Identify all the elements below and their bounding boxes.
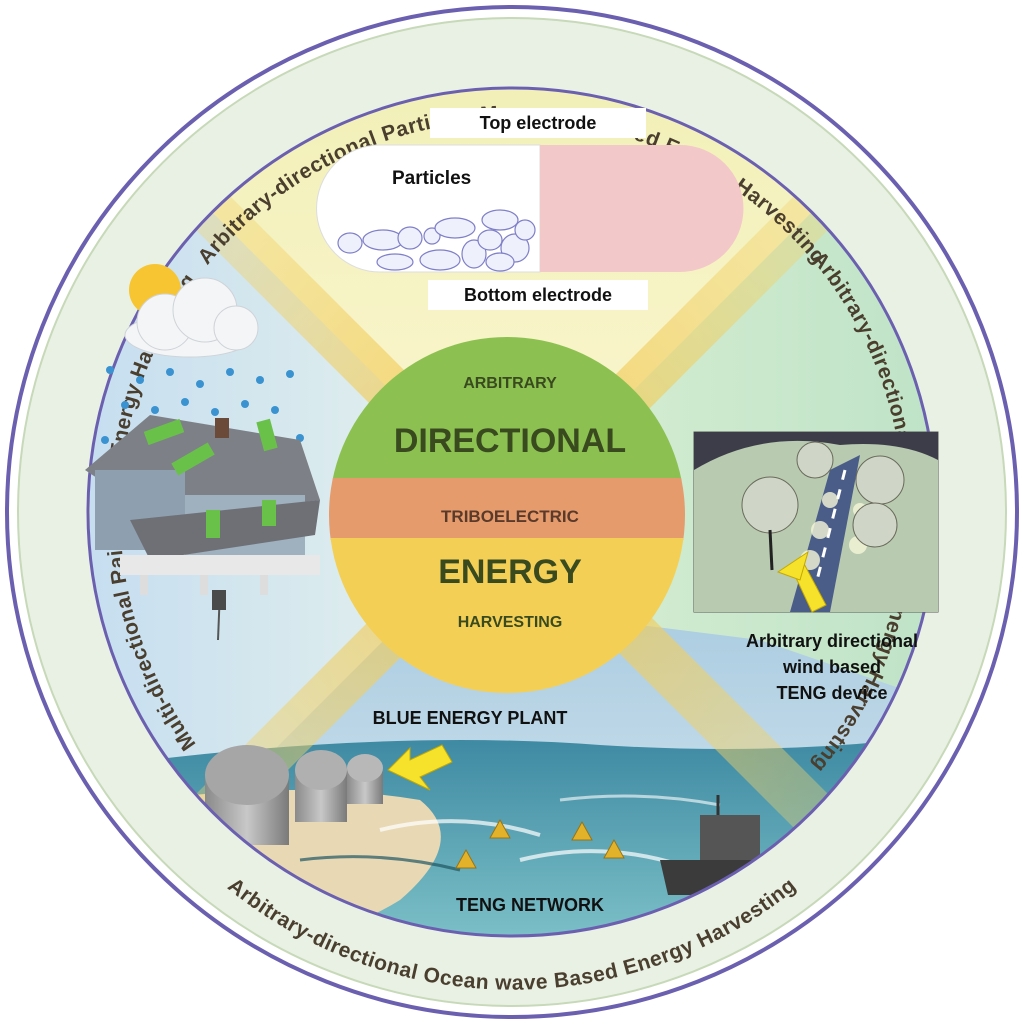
wind-caption-line3: TENG device bbox=[776, 683, 888, 703]
center-line-energy: ENERGY bbox=[438, 553, 582, 591]
wind-scene bbox=[693, 431, 939, 613]
cloud-icon bbox=[124, 277, 259, 358]
bottom-electrode-label: Bottom electrode bbox=[428, 280, 648, 310]
teng-network-label: TENG NETWORK bbox=[456, 895, 604, 915]
particles-cluster bbox=[337, 209, 536, 272]
teng-tags bbox=[143, 418, 278, 538]
center-line-directional: DIRECTIONAL bbox=[393, 422, 627, 460]
top-electrode-label: Top electrode bbox=[430, 108, 646, 138]
center-line-harvesting: HARVESTING bbox=[457, 614, 563, 631]
wind-caption-line1: Arbitrary directional bbox=[745, 631, 919, 651]
trees bbox=[741, 441, 905, 548]
center-line-triboelectric: TRIBOELECTRIC bbox=[441, 507, 579, 526]
plant-arrow-icon bbox=[387, 744, 453, 791]
rain-scene bbox=[85, 264, 320, 641]
blue-energy-plant-label: BLUE ENERGY PLANT bbox=[372, 708, 568, 728]
rain-drops bbox=[101, 366, 304, 448]
wind-caption: Arbitrary directional wind based TENG de… bbox=[702, 628, 962, 706]
particles-label: Particles bbox=[392, 168, 472, 189]
wind-caption-line2: wind based bbox=[782, 657, 881, 677]
particle-capsule bbox=[316, 144, 744, 273]
teng-buoys bbox=[455, 818, 625, 869]
center-line-arbitrary: ARBITRARY bbox=[463, 375, 557, 392]
